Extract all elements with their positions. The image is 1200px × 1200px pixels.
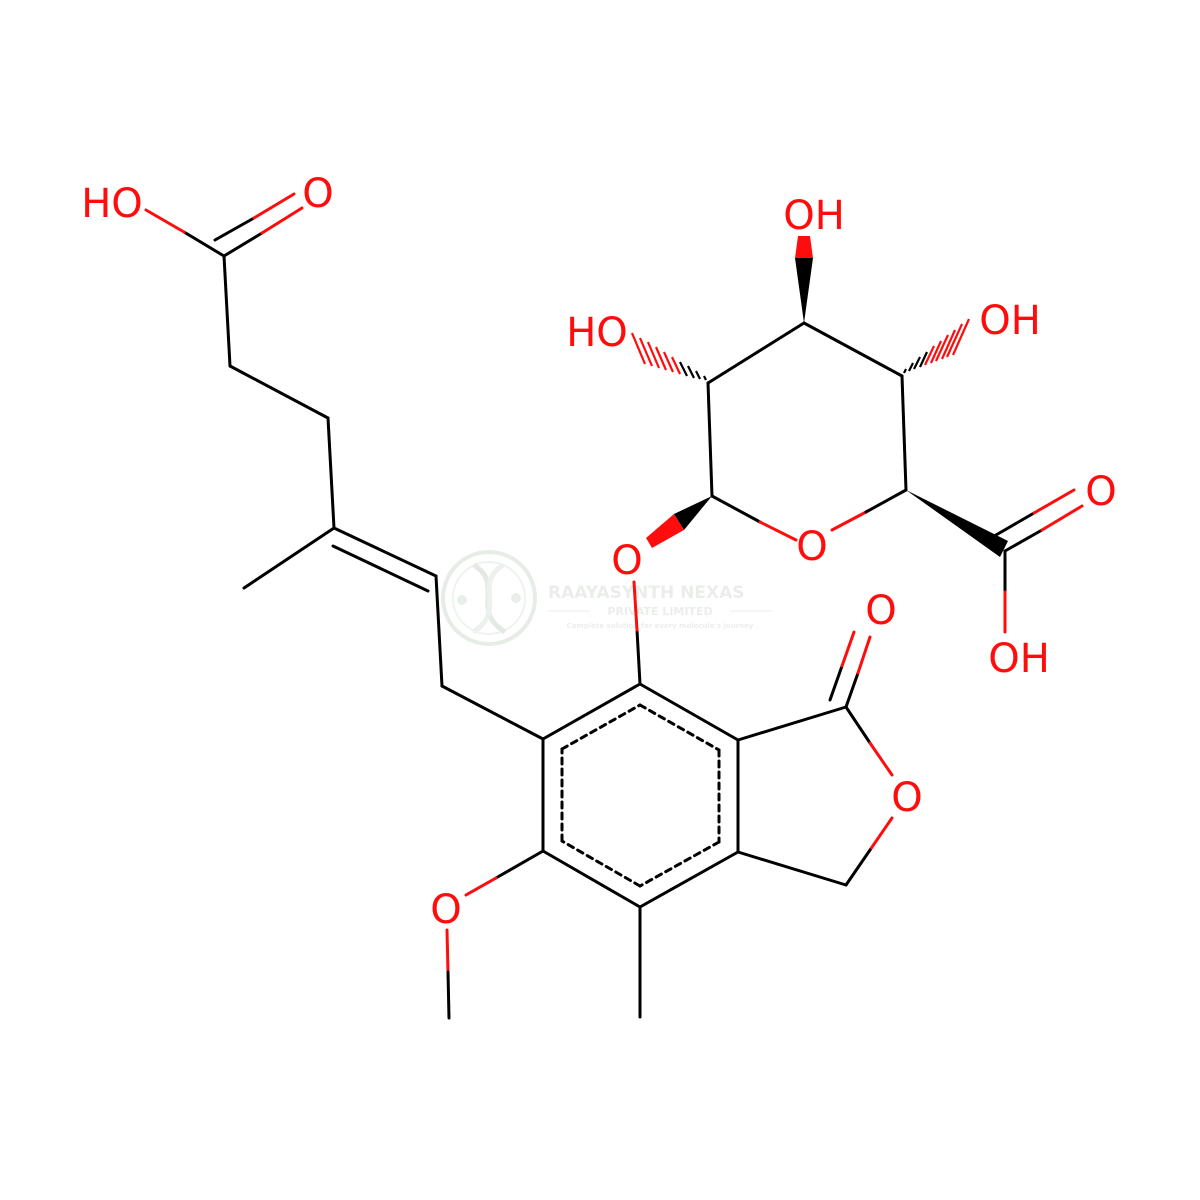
bond-ar-4 — [638, 850, 740, 909]
bond-pyr-o-c5-red — [830, 510, 868, 532]
bond-pyr-c2-c1 — [706, 381, 714, 498]
bond-ome-me-red — [445, 928, 450, 974]
wedge-c3-black — [795, 258, 813, 323]
bond-lac-co-black-a — [844, 671, 860, 709]
bond-c5-c6 — [434, 574, 444, 688]
label-oh-carboxyl: OH — [988, 636, 1050, 682]
bond-lac-co-black-b — [828, 664, 844, 702]
bond-cooh-o-red-b — [252, 192, 296, 220]
bond-cooh-oh-red — [144, 208, 186, 234]
wedge-c1-red — [646, 514, 684, 548]
bond-lac-o-c2-red — [868, 816, 894, 852]
bond-ar-og-black — [635, 628, 642, 686]
bond-lac-co-red-b — [840, 630, 856, 668]
watermark-tagline: Complete solution for every molecule's j… — [567, 622, 754, 630]
bond-pyr-o-c5-black — [864, 488, 908, 514]
bond-lac-co-red-a — [856, 635, 872, 675]
wedge-c1-black — [674, 496, 712, 530]
watermark-title: RAAYASYNTH NEXAS — [548, 583, 745, 603]
label-o-lactone-carbonyl: O — [865, 588, 896, 634]
atom-labels: HO O OH HO OH O O O OH O O O — [81, 171, 1117, 933]
bond-ar-1 — [541, 682, 642, 741]
bond-network — [144, 192, 1084, 1020]
bond-lac-c1-o-black — [844, 705, 872, 745]
label-o-methoxy: O — [430, 887, 461, 933]
hash-c2-ho — [630, 332, 707, 381]
bond-lac-c1 — [736, 705, 848, 742]
wedge-c5-cooh — [906, 490, 1008, 557]
label-o-lactone-ring: O — [891, 775, 922, 821]
bond-lac-o-c2-black — [844, 848, 872, 887]
wedge-c3-red — [795, 236, 813, 258]
bond-c6-aromatic — [440, 684, 545, 741]
bond-lac-c2-ar — [736, 850, 848, 887]
label-oh-right-ring: OH — [979, 298, 1041, 344]
label-ho-acid-chain: HO — [81, 181, 143, 227]
label-o-carbonyl-chain: O — [302, 171, 333, 217]
bond-c1-c2 — [222, 254, 232, 368]
bond-cooh-o-black-a — [222, 231, 264, 258]
hash-c4-oh — [903, 318, 971, 374]
label-o-carboxyl-double: O — [1085, 469, 1116, 515]
bond-c3-c4 — [326, 416, 336, 530]
bond-pyr-c5-c4 — [900, 374, 908, 492]
watermark: RAAYASYNTH NEXAS PRIVATE LIMITED Complet… — [441, 550, 772, 646]
dna-helix-logo-icon — [441, 550, 537, 646]
aromatic-inner-ring — [560, 703, 721, 888]
bond-ar-ome-black — [494, 849, 545, 880]
bond-c4-c5-double-inner — [331, 544, 430, 593]
bond-cooh-oh-black — [182, 230, 226, 258]
label-oh-top: OH — [783, 193, 845, 239]
bond-pyr-c1-o-red — [758, 520, 798, 542]
bond-ar-5 — [541, 849, 642, 909]
bond-pyr-c1-o-black — [710, 494, 762, 524]
bond-cooh-o-red-a — [260, 206, 304, 235]
bond-lac-c1-o-red — [868, 741, 894, 777]
bond-cooh2-o-black-b — [994, 511, 1036, 537]
bond-ar-ome-red — [464, 876, 498, 897]
bond-cooh2-o-red-a — [1040, 504, 1084, 532]
label-ho-left-ring: HO — [566, 310, 628, 356]
bond-pyr-c3-c2 — [706, 321, 806, 385]
bond-c4-methyl — [242, 526, 336, 590]
bond-cooh2-o-red-b — [1032, 488, 1076, 515]
stereo-bonds — [630, 236, 1008, 557]
bond-c2-c3 — [228, 364, 330, 420]
bond-c4-c5-double — [332, 526, 438, 578]
watermark-subtitle: PRIVATE LIMITED — [607, 605, 712, 618]
bond-ar-2 — [638, 682, 740, 742]
bond-cooh-o-black-b — [213, 216, 256, 242]
bond-ome-me-black — [446, 970, 451, 1020]
bond-pyr-c4-c3 — [802, 321, 904, 378]
bond-ar-og-red — [632, 580, 639, 632]
label-o-glycosidic: O — [611, 538, 642, 584]
bond-cooh2-o-black-a — [1003, 528, 1044, 553]
label-o-pyran-ring: O — [796, 524, 827, 570]
